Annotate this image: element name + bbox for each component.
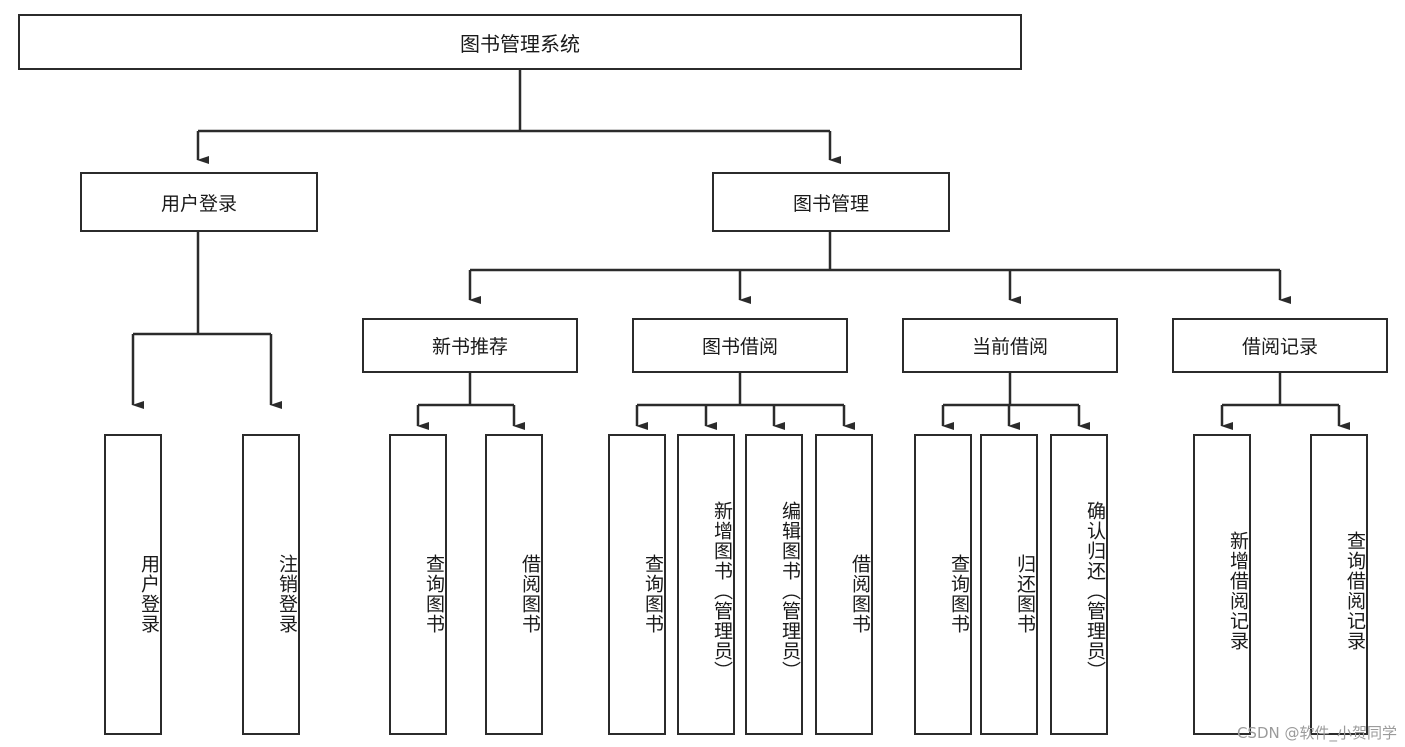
leaf-current-query-book[interactable]: 查询图书 — [914, 434, 972, 735]
leaf-label: 注销登录 — [276, 553, 298, 634]
leaf-borrow-query-book[interactable]: 查询图书 — [608, 434, 666, 735]
node-root-label: 图书管理系统 — [460, 31, 580, 56]
leaf-label: 查询图书 — [423, 553, 445, 634]
node-book-management-label: 图书管理 — [792, 192, 869, 215]
csdn-watermark: CSDN @软件_小贺同学 — [1236, 724, 1397, 742]
node-book-borrow-label: 图书借阅 — [701, 336, 778, 358]
leaf-user-login-signout[interactable]: 注销登录 — [242, 434, 300, 735]
node-root[interactable]: 图书管理系统 — [18, 14, 1022, 70]
leaf-label: 查询图书 — [948, 553, 970, 634]
leaf-label: 用户登录 — [138, 553, 160, 634]
node-book-management[interactable]: 图书管理 — [712, 172, 950, 232]
node-book-borrow[interactable]: 图书借阅 — [632, 318, 848, 373]
leaf-current-confirm-return-admin[interactable]: 确认归还（管理员） — [1050, 434, 1108, 735]
node-new-book-recommend-label: 新书推荐 — [431, 336, 508, 358]
leaf-borrow-borrow-book[interactable]: 借阅图书 — [815, 434, 873, 735]
leaf-label: 确认归还（管理员） — [1084, 500, 1106, 681]
leaf-user-login-signin[interactable]: 用户登录 — [104, 434, 162, 735]
leaf-label: 编辑图书（管理员） — [779, 500, 801, 681]
leaf-borrow-edit-book-admin[interactable]: 编辑图书（管理员） — [745, 434, 803, 735]
node-borrow-record-label: 借阅记录 — [1241, 336, 1318, 358]
node-user-login[interactable]: 用户登录 — [80, 172, 318, 232]
node-user-login-label: 用户登录 — [160, 192, 237, 215]
leaf-label: 查询图书 — [642, 553, 664, 634]
leaf-current-return-book[interactable]: 归还图书 — [980, 434, 1038, 735]
node-borrow-record[interactable]: 借阅记录 — [1172, 318, 1388, 373]
leaf-label: 新增图书（管理员） — [711, 500, 733, 681]
leaf-label: 借阅图书 — [849, 553, 871, 634]
leaf-recommend-query-book[interactable]: 查询图书 — [389, 434, 447, 735]
leaf-recommend-borrow-book[interactable]: 借阅图书 — [485, 434, 543, 735]
node-current-borrow-label: 当前借阅 — [971, 336, 1048, 358]
node-current-borrow[interactable]: 当前借阅 — [902, 318, 1118, 373]
node-new-book-recommend[interactable]: 新书推荐 — [362, 318, 578, 373]
leaf-record-query-record[interactable]: 查询借阅记录 — [1310, 434, 1368, 735]
leaf-label: 查询借阅记录 — [1344, 530, 1366, 651]
leaf-record-add-record[interactable]: 新增借阅记录 — [1193, 434, 1251, 735]
leaf-label: 借阅图书 — [519, 553, 541, 634]
leaf-label: 新增借阅记录 — [1227, 530, 1249, 651]
leaf-label: 归还图书 — [1014, 553, 1036, 634]
leaf-borrow-add-book-admin[interactable]: 新增图书（管理员） — [677, 434, 735, 735]
